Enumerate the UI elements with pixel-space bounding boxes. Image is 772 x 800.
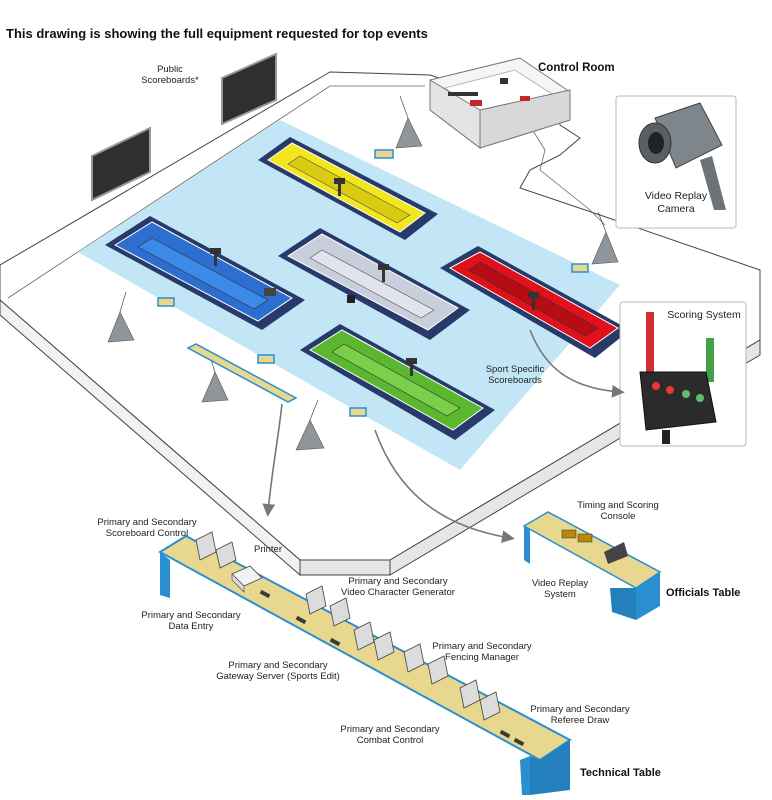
label-line: Scoreboards* (141, 75, 199, 86)
floor-consoles (157, 149, 589, 417)
camera-tripods (107, 95, 619, 451)
label-line: Camera (657, 203, 695, 215)
label-line: Primary and Secondary (340, 724, 440, 735)
officials-table (522, 511, 662, 620)
label-line: Primary and Secondary (228, 660, 328, 671)
label-data-entry: Primary and Secondary Data Entry (136, 610, 246, 632)
label-video-replay-camera: Video Replay Camera (620, 190, 732, 216)
label-line: Video Replay (531, 578, 589, 589)
label-referee-draw: Primary and Secondary Referee Draw (522, 704, 638, 726)
label-printer: Printer (254, 544, 282, 555)
label-line: Primary and Secondary (530, 704, 630, 715)
diagram-title: This drawing is showing the full equipme… (6, 26, 428, 41)
label-line: Primary and Secondary (97, 517, 197, 528)
piste-green (300, 324, 495, 440)
label-line: Fencing Manager (445, 652, 519, 663)
label-line: Public (157, 64, 183, 75)
label-line: Gateway Server (Sports Edit) (216, 671, 340, 682)
label-scoreboard-control: Primary and Secondary Scoreboard Control (82, 517, 212, 539)
label-line: Referee Draw (550, 715, 610, 726)
label-combat-control: Primary and Secondary Combat Control (332, 724, 448, 746)
piste-silver (278, 228, 470, 340)
label-video-character-generator: Primary and Secondary Video Character Ge… (332, 576, 464, 598)
label-line: Timing and Scoring (577, 500, 659, 511)
label-timing-scoring-console: Timing and Scoring Console (568, 500, 668, 522)
sport-specific-scoreboard-units (210, 178, 539, 376)
label-gateway-server: Primary and Secondary Gateway Server (Sp… (208, 660, 348, 682)
label-line: System (544, 589, 576, 600)
piste-yellow (258, 137, 438, 240)
label-scoring-system: Scoring System (667, 309, 741, 321)
scoring-system-callout (619, 301, 747, 447)
label-line: Scoreboard Control (105, 528, 189, 539)
label-line: Sport Specific (485, 364, 545, 375)
label-line: Console (600, 511, 636, 522)
label-control-room: Control Room (538, 62, 615, 74)
label-line: Primary and Secondary (348, 576, 448, 587)
label-video-replay-system: Video Replay System (520, 578, 600, 600)
technical-table-laptops (195, 531, 501, 721)
label-officials-table: Officials Table (666, 587, 741, 599)
printer-device (231, 565, 263, 593)
label-public-scoreboards: Public Scoreboards* (132, 64, 208, 86)
label-fencing-manager: Primary and Secondary Fencing Manager (424, 641, 540, 663)
video-replay-camera-callout (615, 95, 737, 229)
label-technical-table: Technical Table (580, 767, 661, 779)
control-room (429, 57, 571, 150)
label-line: Primary and Secondary (432, 641, 532, 652)
label-line: Video Replay (644, 190, 708, 202)
label-sport-specific-scoreboards: Sport Specific Scoreboards (470, 364, 560, 386)
connector-arrows (262, 329, 625, 543)
label-line: Primary and Secondary (141, 610, 241, 621)
keyboards (259, 589, 525, 747)
label-line: Combat Control (356, 735, 424, 746)
piste-blue (105, 216, 305, 330)
label-line: Scoreboards (488, 375, 542, 386)
public-scoreboards (91, 52, 277, 202)
label-line: Video Character Generator (341, 587, 455, 598)
label-line: Data Entry (168, 621, 214, 632)
